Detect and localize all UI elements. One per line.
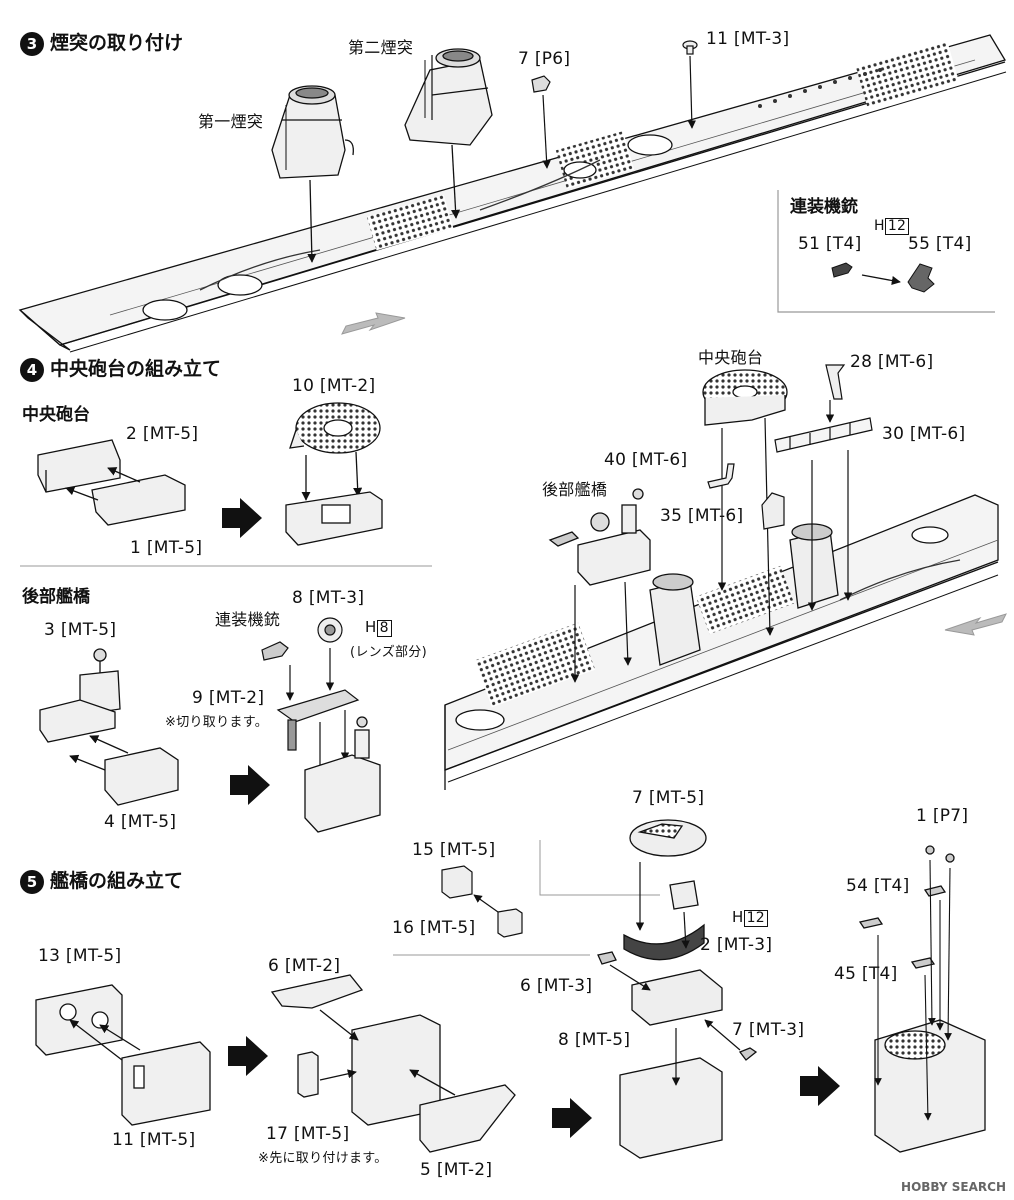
label-8-mt3: 8 [MT-3]: [292, 588, 365, 608]
sub-aft-bridge: 後部艦橋: [22, 587, 90, 607]
label-54-t4: 54 [T4]: [846, 876, 910, 896]
label-6-mt3: 6 [MT-3]: [520, 976, 593, 996]
step4-number: 4: [20, 357, 44, 382]
label-r-aft: 後部艦橋: [542, 480, 608, 499]
label-2-mt5: 2 [MT-5]: [126, 424, 199, 444]
label-10-mt2: 10 [MT-2]: [292, 376, 376, 396]
label-1-mt5: 1 [MT-5]: [130, 538, 203, 558]
direction-arrow: [341, 312, 406, 335]
label-11-mt5: 11 [MT-5]: [112, 1130, 196, 1150]
label-6-mt2: 6 [MT-2]: [268, 956, 341, 976]
label-16-mt5: 16 [MT-5]: [392, 918, 476, 938]
label-9-mt2: 9 [MT-2]: [192, 688, 265, 708]
label-7-mt5: 7 [MT-5]: [632, 788, 705, 808]
direction-arrow: [944, 613, 1007, 636]
label-51-t4: 51 [T4]: [798, 234, 862, 254]
label-mg: 連装機銃: [215, 610, 281, 629]
label-8-mt5: 8 [MT-5]: [558, 1030, 631, 1050]
label-5-mt2: 5 [MT-2]: [420, 1160, 493, 1180]
part-15-16: [441, 865, 523, 938]
h12-prefix: H: [732, 908, 744, 926]
label-note-first: ※先に取り付けます。: [258, 1151, 388, 1166]
step3-portholes: [758, 68, 882, 108]
h-prefix: H: [874, 218, 885, 234]
funnel-2: [404, 48, 493, 146]
step4-hull: [444, 494, 999, 790]
part-10-mt2: [289, 402, 381, 454]
label-15-mt5: 15 [MT-5]: [412, 840, 496, 860]
step3-number: 3: [20, 31, 44, 56]
step-arrow: [228, 1036, 268, 1076]
step-arrow: [552, 1098, 592, 1138]
h12-box: 12: [743, 910, 769, 927]
central-battery-base: [37, 439, 186, 526]
part-13-11: [35, 984, 211, 1126]
label-45-t4: 45 [T4]: [834, 964, 898, 984]
label-cut-note: ※切り取ります。: [165, 715, 268, 730]
watermark: HOBBY SEARCH: [901, 1180, 1006, 1194]
label-r-28: 28 [MT-6]: [850, 352, 934, 372]
step4-funnels: [649, 523, 839, 666]
label-2-mt3: 2 [MT-3]: [700, 935, 773, 955]
sub-central-battery: 中央砲台: [22, 405, 90, 425]
label-lens: (レンズ部分): [350, 645, 427, 660]
bridge-top-assembly: [597, 819, 758, 1159]
step5-number: 5: [20, 869, 44, 894]
step-arrow: [230, 765, 270, 805]
bridge-mid-assembly: [270, 974, 516, 1153]
label-1-p7: 1 [P7]: [916, 806, 969, 826]
funnel-1: [271, 85, 354, 179]
label-mg-title: 連装機銃: [790, 197, 858, 217]
aft-bridge-parts: [39, 648, 179, 806]
step3-hull: [18, 34, 1007, 353]
r-part-28: [825, 364, 846, 400]
label-funnel-2: 第二煙突: [348, 38, 414, 57]
part-11-mt3: [682, 40, 698, 55]
inset-bracket: [539, 840, 660, 896]
r-part-35: [761, 492, 785, 530]
step-arrow: [800, 1066, 840, 1106]
h8-box: 8: [376, 620, 392, 637]
mg-inset-box: [777, 190, 995, 313]
label-7-p6: 7 [P6]: [518, 49, 571, 69]
step-arrow: [222, 498, 262, 538]
label-13-mt5: 13 [MT-5]: [38, 946, 122, 966]
label-funnel-1: 第一煙突: [198, 112, 264, 131]
aft-bridge-assembled: [304, 716, 381, 833]
label-r-35: 35 [MT-6]: [660, 506, 744, 526]
step4-title: 4 中央砲台の組み立て: [20, 354, 221, 382]
step5-title: 5 艦橋の組み立て: [20, 866, 183, 894]
label-r-central: 中央砲台: [698, 348, 764, 367]
aft-bridge-subparts: [261, 617, 360, 751]
r-part-30: [774, 417, 873, 453]
label-11-mt3: 11 [MT-3]: [706, 29, 790, 49]
label-17-mt5: 17 [MT-5]: [266, 1124, 350, 1144]
h8-prefix: H: [365, 618, 377, 636]
part-7-p6: [531, 75, 551, 93]
step5-title-text: 艦橋の組み立て: [50, 870, 184, 892]
label-r-40: 40 [MT-6]: [604, 450, 688, 470]
h-box: 12: [884, 218, 910, 235]
label-r-30: 30 [MT-6]: [882, 424, 966, 444]
label-7-mt3: 7 [MT-3]: [732, 1020, 805, 1040]
central-battery-assembled: [285, 491, 383, 546]
step3-title: 3 煙突の取り付け: [20, 28, 183, 56]
label-4-mt5: 4 [MT-5]: [104, 812, 177, 832]
label-3-mt5: 3 [MT-5]: [44, 620, 117, 640]
r-part-40: [707, 463, 735, 489]
r-aft-bridge: [548, 488, 651, 586]
r-central-battery: [702, 369, 788, 426]
step3-title-text: 煙突の取り付け: [50, 32, 184, 54]
step4-title-text: 中央砲台の組み立て: [50, 358, 222, 380]
label-55-t4: 55 [T4]: [908, 234, 972, 254]
